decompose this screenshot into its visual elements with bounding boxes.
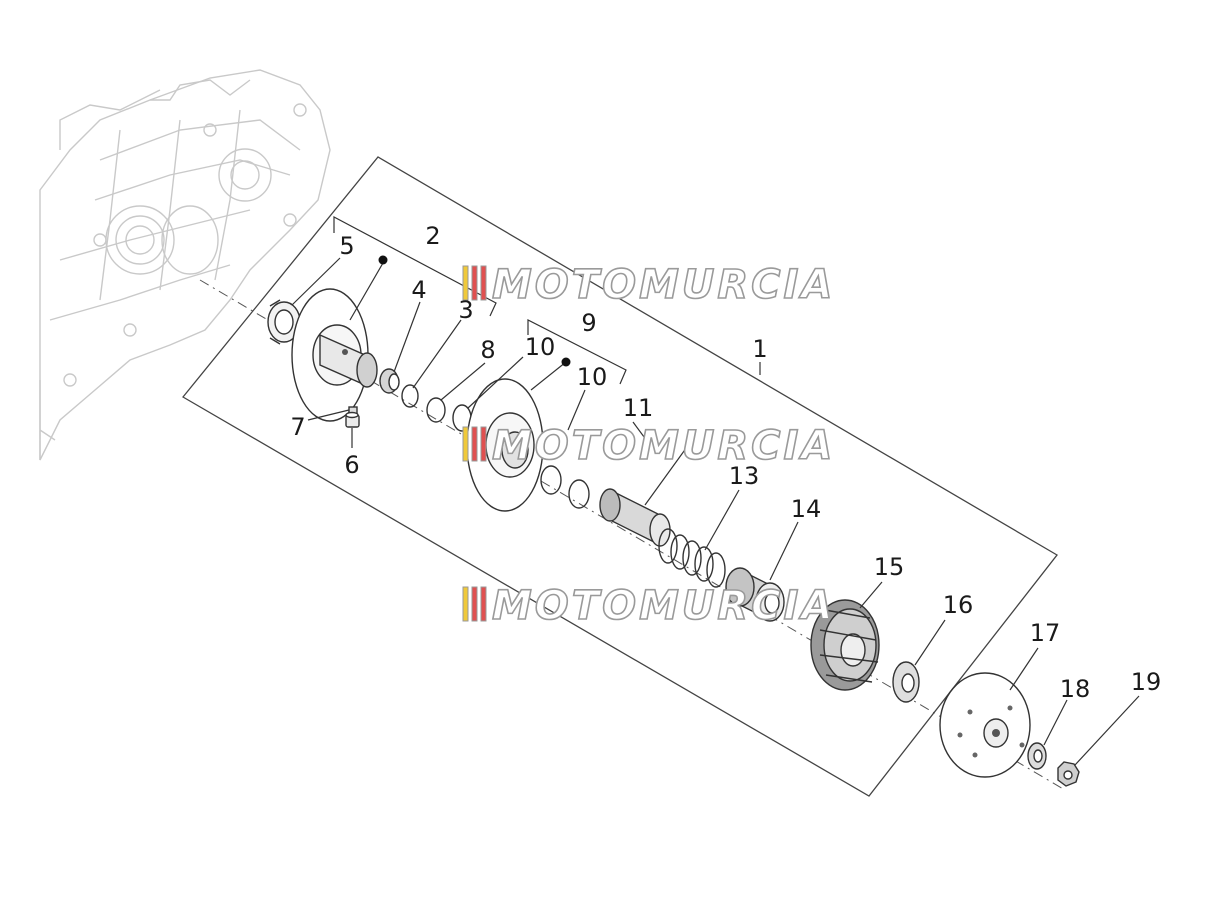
part-fixed-pulley	[291, 288, 378, 422]
callout-3: 3	[458, 296, 473, 324]
watermark-text: MOTOMURCIA	[492, 423, 835, 469]
callout-8: 8	[480, 336, 495, 364]
callout-16: 16	[943, 591, 974, 619]
part-pin	[345, 411, 360, 428]
callout-19: 19	[1131, 668, 1162, 696]
watermark-top: MOTOMURCIA	[462, 261, 835, 309]
watermark-text: MOTOMURCIA	[492, 583, 835, 629]
watermark-bottom: MOTOMURCIA	[462, 582, 835, 630]
part-ring-10c	[568, 479, 590, 509]
bracket-2	[333, 216, 497, 317]
leader-lines	[291, 255, 1140, 766]
part-nut	[1057, 761, 1080, 787]
callout-9: 9	[581, 309, 596, 337]
callout-labels: 1 2 3 4 5 6 7 8 9 10 10 11 13 14 15 16 1…	[290, 222, 1161, 703]
part-lock-plate	[892, 661, 920, 703]
callout-10b: 10	[577, 363, 608, 391]
part-spring-cup	[725, 567, 785, 622]
part-ring-10b	[540, 465, 562, 495]
part-oil-seal	[267, 299, 301, 345]
watermark-middle: MOTOMURCIA	[462, 422, 835, 470]
callout-2: 2	[425, 222, 440, 250]
callout-5: 5	[339, 232, 354, 260]
callout-1: 1	[752, 335, 767, 363]
part-sleeve	[599, 488, 671, 547]
watermark-text: MOTOMURCIA	[492, 262, 835, 308]
callout-14: 14	[791, 495, 822, 523]
crankcase-outline	[39, 69, 331, 461]
callout-15: 15	[874, 553, 905, 581]
part-ring-3	[401, 384, 419, 408]
part-washer	[1027, 742, 1047, 770]
assembly-frame	[182, 156, 1058, 797]
bracket-9	[527, 319, 627, 385]
part-ring-8	[426, 397, 446, 423]
callout-13: 13	[729, 462, 760, 490]
callout-4: 4	[411, 276, 426, 304]
part-clutch-bell	[939, 672, 1031, 778]
part-bushing	[379, 368, 400, 394]
callout-10a: 10	[525, 333, 556, 361]
part-movable-pulley	[466, 378, 544, 512]
callout-11: 11	[623, 394, 654, 422]
part-clutch	[810, 599, 880, 691]
part-spring	[658, 528, 726, 588]
callout-6: 6	[344, 451, 359, 479]
callout-18: 18	[1060, 675, 1091, 703]
assembly-axis	[199, 279, 1066, 791]
callout-17: 17	[1030, 619, 1061, 647]
callout-7: 7	[290, 413, 305, 441]
